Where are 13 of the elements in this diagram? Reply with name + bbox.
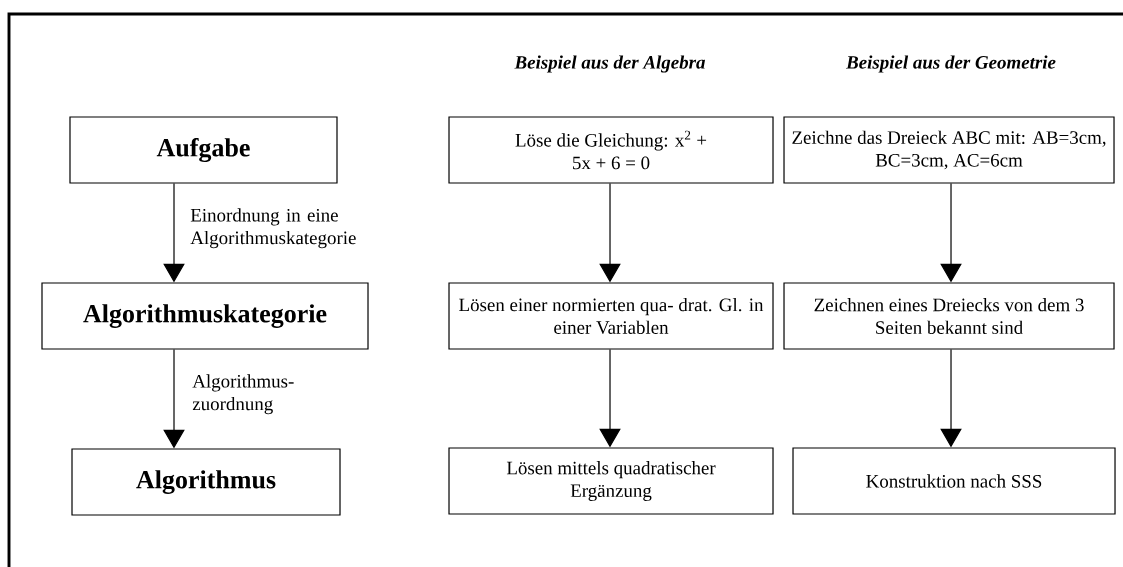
process-box: Konstruktion nach SSS [792,447,1116,515]
process-box: Lösen einer normierten qua- drat. Gl. in einer Variablen [448,282,774,350]
column-heading: Beispiel aus der Geometrie [845,55,1056,73]
edge-label: Algorithmus- zuordnung [192,374,294,415]
process-box: Zeichnen eines Dreiecks von dem 3 Seiten bekannt sind [783,282,1115,350]
process-box: Löse die Gleichung: x$^{2}$ + 5x + 6 = 0 [448,116,774,184]
process-box: Algorithmuskategorie [41,282,369,350]
process-box: Aufgabe [69,116,338,184]
process-box: Zeichne das Dreieck ABC mit: AB=3cm, BC=3cm, AC=6cm [783,116,1115,184]
edge-label: Einordnung in eine Algorithmuskategorie [190,208,356,249]
process-box: Algorithmus [71,448,341,516]
column-heading: Beispiel aus der Algebra [514,55,705,73]
process-box: Lösen mittels quadratischer Ergänzung [448,447,774,515]
